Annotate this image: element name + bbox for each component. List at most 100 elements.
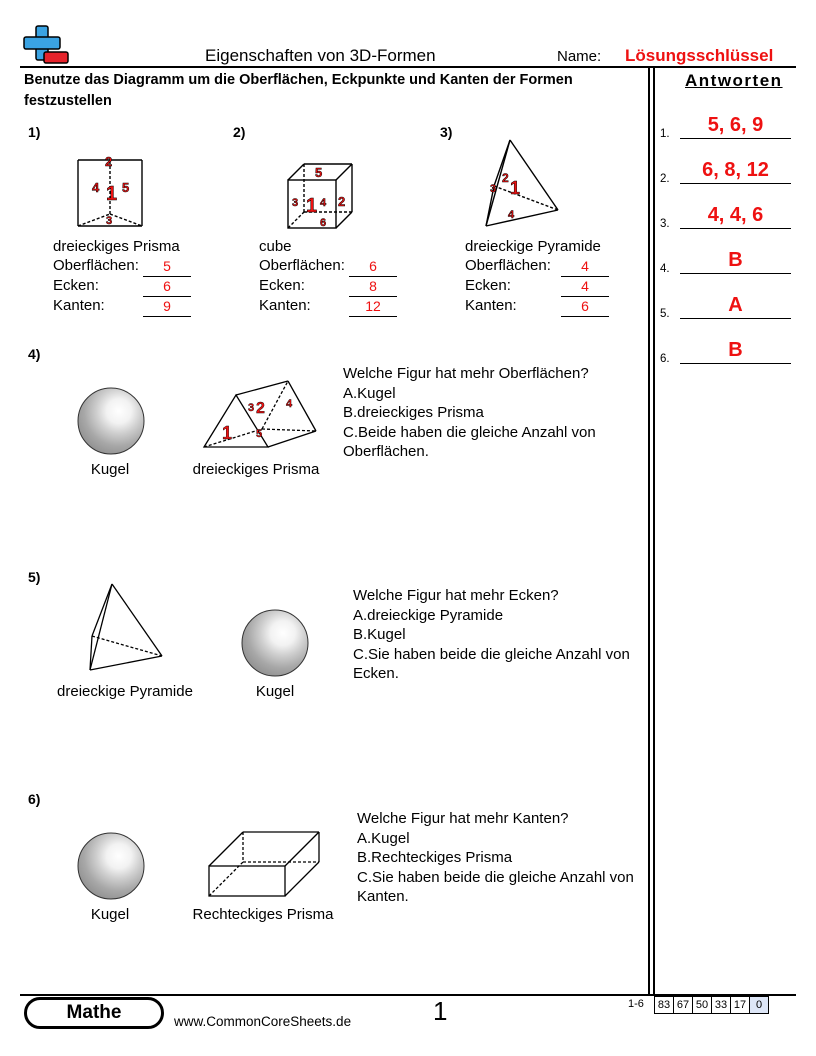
triangular-prism-diagram: 1 2 3 4 5	[202, 380, 317, 448]
header-divider	[20, 66, 796, 68]
problem-6-number: 6)	[28, 791, 41, 807]
vertices-row: Ecken: 8	[259, 277, 399, 297]
score-cell: 50	[692, 996, 712, 1014]
q5-question-block: Welche Figur hat mehr Ecken? A.dreieckig…	[353, 586, 645, 684]
q4-question-block: Welche Figur hat mehr Oberflächen? A.Kug…	[343, 364, 633, 462]
triangular-pyramid-diagram: 1 2 3 4	[485, 139, 559, 227]
option-a: A.Kugel	[357, 829, 410, 847]
problem-2-shape: cube	[259, 238, 292, 255]
name-label: Name:	[557, 48, 602, 65]
vertices-value: 6	[143, 277, 191, 297]
q6-right-caption: Rechteckiges Prisma	[192, 906, 334, 923]
face-label: 2	[105, 154, 112, 169]
option-b: B.Rechteckiges Prisma	[357, 849, 513, 866]
vertices-value: 8	[349, 277, 397, 297]
face-label: 1	[222, 423, 232, 443]
site-url[interactable]: www.CommonCoreSheets.de	[174, 1014, 352, 1029]
problem-4-number: 4)	[28, 346, 41, 362]
problem-1-number: 1)	[28, 124, 41, 140]
face-label: 3	[248, 402, 254, 414]
option-a: A.dreieckige Pyramide	[353, 606, 504, 624]
edges-row: Kanten: 6	[465, 297, 609, 317]
answer-row-4: 4.B	[660, 249, 795, 279]
face-label: 5	[315, 165, 322, 180]
faces-value: 5	[143, 257, 191, 277]
faces-value: 6	[349, 257, 397, 277]
face-label: 5	[256, 428, 262, 440]
worksheet-title: Eigenschaften von 3D-Formen	[205, 46, 436, 65]
answer-row-1: 1.5, 6, 9	[660, 114, 795, 144]
vertices-value: 4	[561, 277, 609, 297]
answer-number: 2.	[660, 173, 670, 185]
edges-value: 6	[561, 297, 609, 317]
score-cell: 33	[711, 996, 731, 1014]
problem-5-number: 5)	[28, 569, 41, 585]
answer-number: 3.	[660, 218, 670, 230]
q5-left-caption: dreieckige Pyramide	[57, 683, 193, 700]
answer-value: B	[680, 339, 791, 364]
faces-row: Oberflächen:4	[465, 257, 609, 277]
q6-question-block: Welche Figur hat mehr Kanten? A.Kugel B.…	[357, 809, 642, 907]
problem-1-shape: dreieckiges Prisma	[53, 238, 180, 255]
face-label: 5	[122, 180, 129, 195]
face-label: 3	[292, 197, 298, 209]
vertices-label: Ecken:	[259, 277, 305, 294]
question-text: Welche Figur hat mehr Ecken?	[353, 587, 559, 604]
answer-number: 6.	[660, 353, 670, 365]
column-divider-right	[653, 66, 655, 994]
q4-right-caption: dreieckiges Prisma	[192, 461, 320, 478]
rectangular-prism-diagram	[208, 831, 320, 897]
answer-value: 6, 8, 12	[680, 159, 791, 184]
answer-row-6: 6. B	[660, 339, 795, 369]
triangular-prism-diagram: 1 2 3 4 5	[77, 154, 143, 227]
name-value: Lösungsschlüssel	[625, 46, 774, 65]
option-c: C.Beide haben die gleiche Anzahl von Obe…	[343, 423, 596, 461]
column-divider-left	[648, 66, 650, 994]
option-b: B.Kugel	[353, 626, 406, 643]
sphere-diagram	[77, 387, 145, 455]
face-label: 1	[510, 178, 520, 198]
vertices-label: Ecken:	[53, 277, 99, 294]
answer-row-2: 2. 6, 8, 12	[660, 159, 795, 189]
edges-row: Kanten:12	[259, 297, 399, 317]
problem-2-number: 2)	[233, 124, 246, 140]
vertices-row: Ecken: 4	[465, 277, 609, 297]
sphere-diagram	[77, 832, 145, 900]
face-label: 2	[256, 400, 265, 417]
score-cell: 67	[673, 996, 693, 1014]
edges-label: Kanten:	[465, 297, 517, 314]
face-label: 3	[490, 183, 496, 195]
answer-number: 5.	[660, 308, 670, 320]
sphere-diagram	[241, 609, 309, 677]
q6-left-caption: Kugel	[90, 906, 130, 923]
answer-value: A	[680, 294, 791, 319]
triangular-pyramid-diagram	[89, 583, 163, 671]
face-label: 2	[502, 171, 509, 185]
faces-value: 4	[561, 257, 609, 277]
answer-value: B	[680, 249, 791, 274]
question-text: Welche Figur hat mehr Kanten?	[357, 810, 569, 827]
face-label: 1	[106, 183, 117, 205]
option-a: A.Kugel	[343, 384, 396, 402]
option-b: B.dreieckiges Prisma	[343, 404, 484, 421]
face-label: 3	[106, 215, 112, 227]
question-text: Welche Figur hat mehr Oberflächen?	[343, 365, 589, 382]
answer-row-5: 5. A	[660, 294, 795, 324]
face-label: 2	[338, 194, 345, 209]
problem-3-shape: dreieckige Pyramide	[465, 238, 601, 255]
face-label: 4	[320, 197, 327, 209]
vertices-label: Ecken:	[465, 277, 511, 294]
footer-divider	[20, 994, 796, 996]
option-c: C.Sie haben beide die gleiche Anzahl von…	[353, 645, 630, 683]
answers-heading: Antworten	[685, 71, 783, 90]
subject-badge: Mathe	[24, 997, 164, 1029]
vertices-row: Ecken: 6	[53, 277, 193, 297]
q4-left-caption: Kugel	[90, 461, 130, 478]
option-c: C.Sie haben beide die gleiche Anzahl von…	[357, 868, 634, 906]
face-label: 4	[92, 180, 100, 195]
score-cell: 17	[730, 996, 750, 1014]
page-number: 1	[433, 996, 448, 1026]
edges-label: Kanten:	[53, 297, 105, 314]
faces-label: Oberflächen:	[53, 257, 139, 274]
edges-row: Kanten:9	[53, 297, 193, 317]
